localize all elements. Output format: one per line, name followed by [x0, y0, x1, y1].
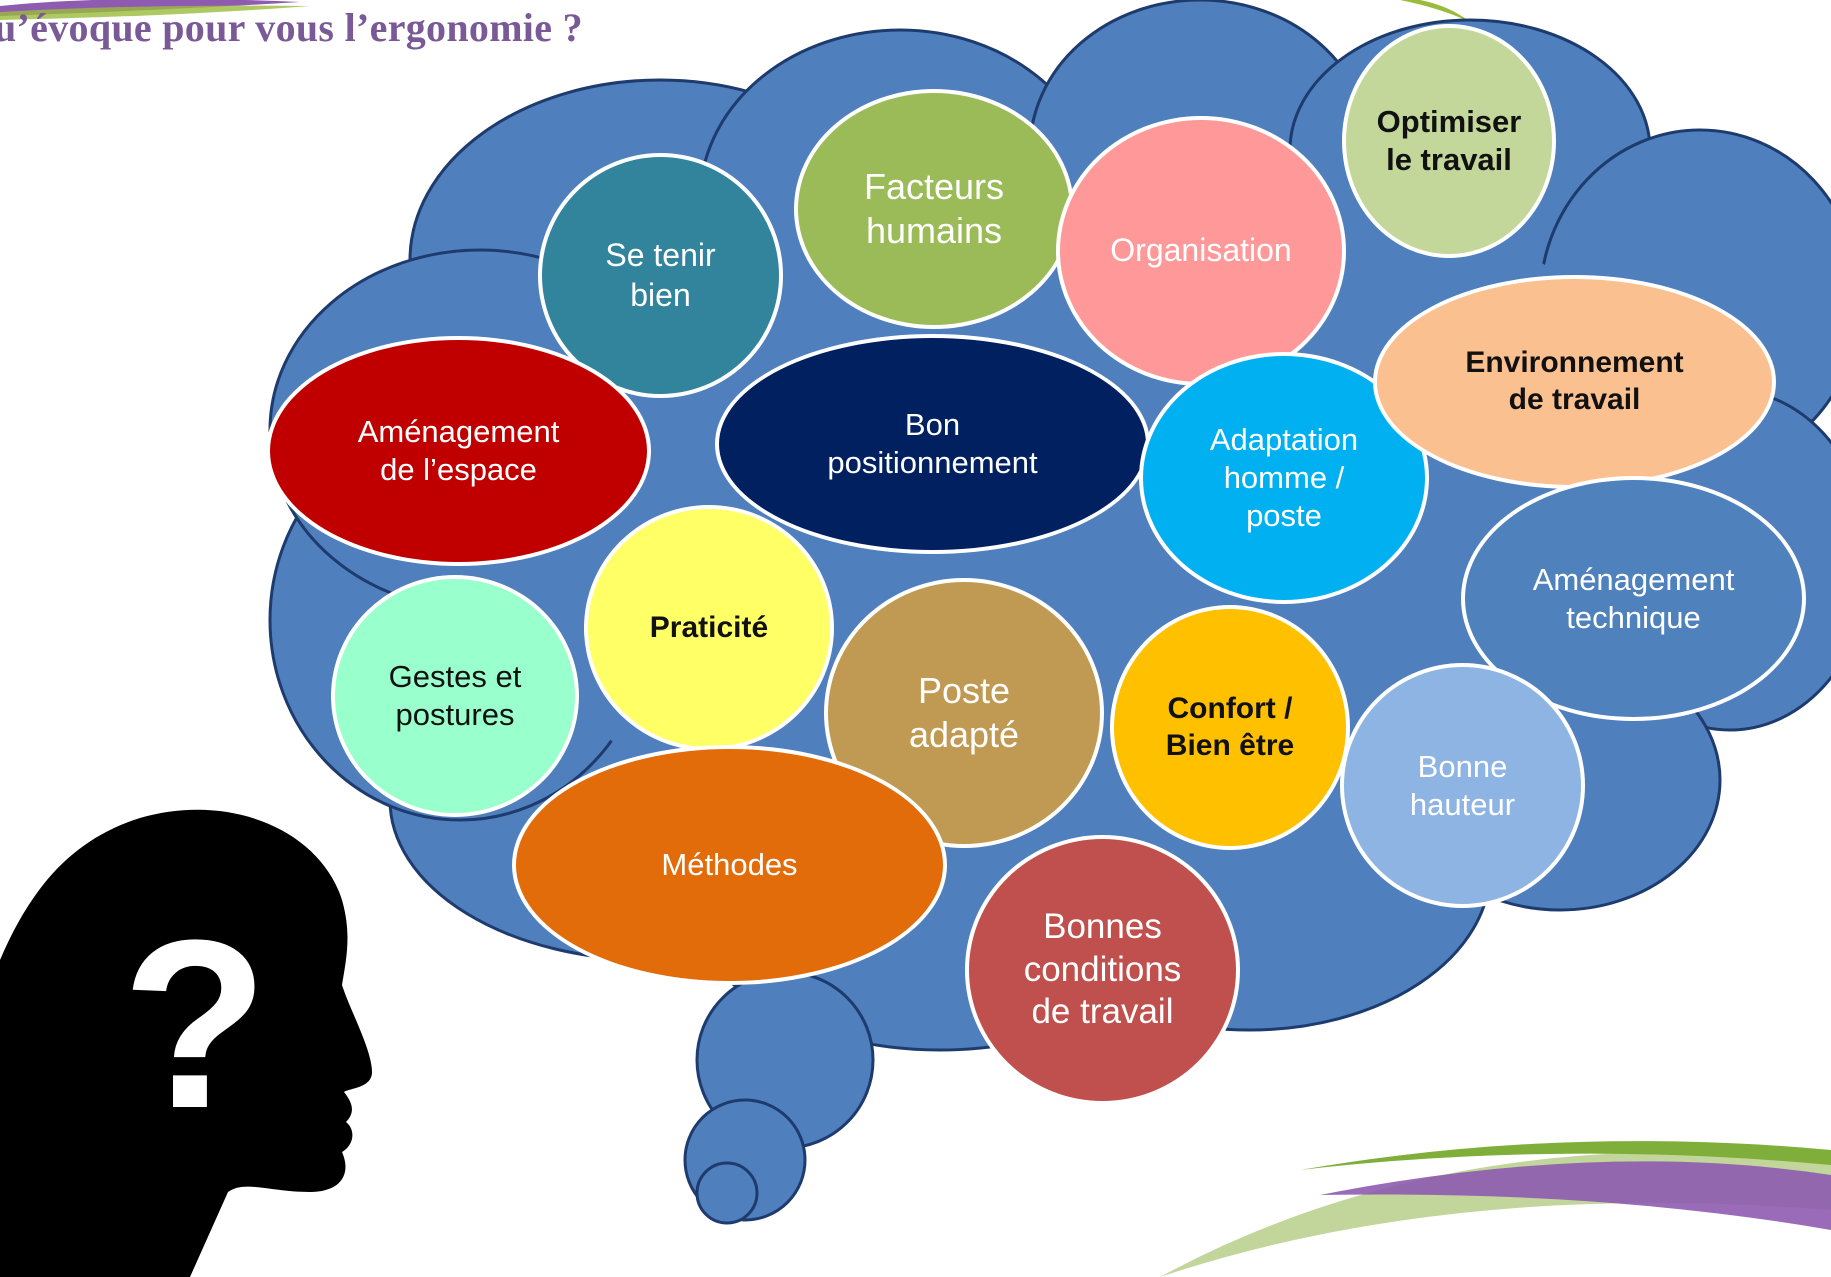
bubble-methodes: Méthodes	[512, 745, 947, 985]
bubble-praticite: Praticité	[584, 505, 834, 751]
bubble-amenagement-espace: Aménagement de l’espace	[266, 336, 651, 566]
bubble-bonnes-conditions: Bonnes conditions de travail	[965, 835, 1240, 1105]
bubble-facteurs-humains: Facteurs humains	[794, 89, 1074, 329]
bottom-swoosh	[1160, 1141, 1831, 1277]
head-silhouette-question-icon: ?	[0, 809, 372, 1277]
bubble-adaptation-homme-poste: Adaptation homme / poste	[1139, 352, 1429, 604]
bubble-optimiser-le-travail: Optimiser le travail	[1342, 24, 1556, 258]
bubble-gestes-postures: Gestes et postures	[331, 575, 579, 817]
top-swoosh	[0, 0, 310, 20]
bubble-bon-positionnement: Bon positionnement	[715, 334, 1150, 554]
page-title: u’évoque pour vous l’ergonomie ?	[0, 5, 583, 50]
bubble-bonne-hauteur: Bonne hauteur	[1340, 663, 1585, 908]
bubble-organisation: Organisation	[1056, 116, 1346, 386]
bubble-confort-bien-etre: Confort / Bien être	[1110, 605, 1350, 850]
corner-swoosh	[1400, 0, 1470, 22]
svg-text:?: ?	[122, 890, 269, 1158]
bubble-se-tenir-bien: Se tenir bien	[538, 153, 783, 398]
bubble-environnement-travail: Environnement de travail	[1373, 275, 1776, 489]
